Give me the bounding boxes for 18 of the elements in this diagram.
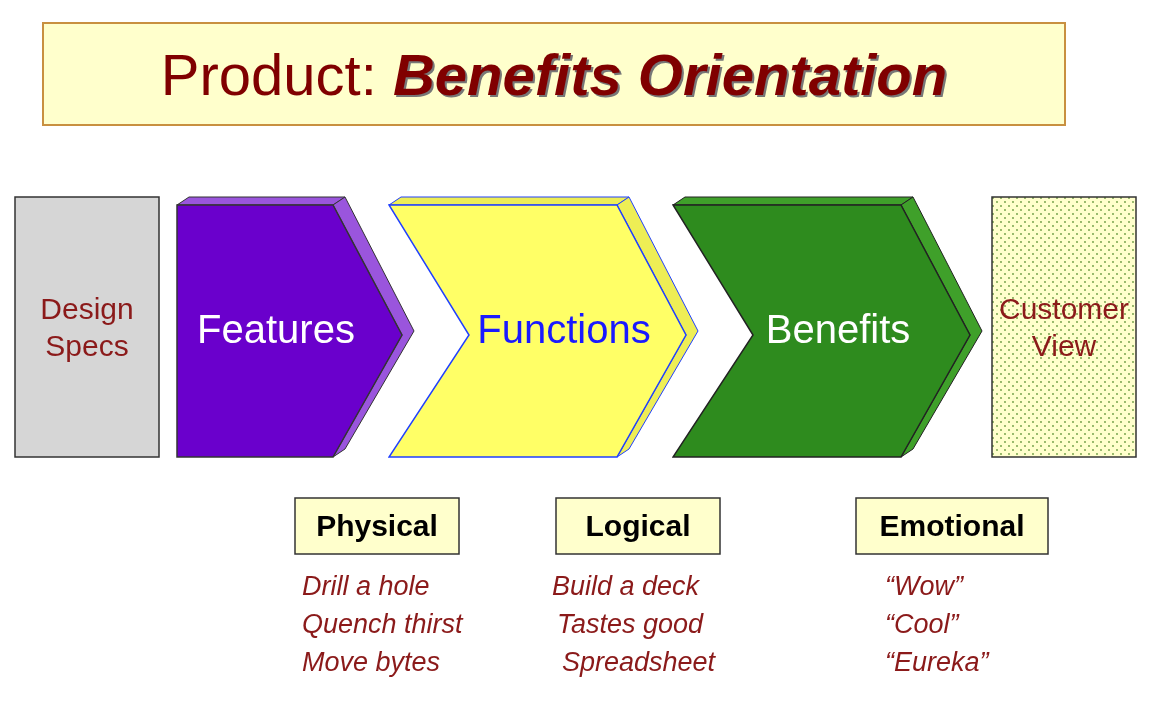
stage-label: Customer View xyxy=(997,290,1130,364)
example-text: “Cool” xyxy=(885,609,959,640)
category-label: Physical xyxy=(316,509,438,543)
example-text: Tastes good xyxy=(557,609,704,640)
example-text: Drill a hole xyxy=(302,571,430,602)
category-label: Logical xyxy=(585,509,691,543)
example-text: Move bytes xyxy=(302,647,441,678)
stage-label: Benefits xyxy=(765,306,911,352)
stage-label: Functions xyxy=(477,306,651,352)
stage-label: Features xyxy=(197,306,355,352)
example-text: “Eureka” xyxy=(885,647,989,678)
example-text: Quench thirst xyxy=(302,609,463,640)
stage-label: Design Specs xyxy=(39,290,135,364)
example-text: Spreadsheet xyxy=(562,647,716,678)
category-label: Emotional xyxy=(879,509,1025,543)
example-text: Build a deck xyxy=(552,571,700,602)
title-text: Product: Benefits Orientation xyxy=(160,40,948,108)
example-text: “Wow” xyxy=(885,571,963,602)
